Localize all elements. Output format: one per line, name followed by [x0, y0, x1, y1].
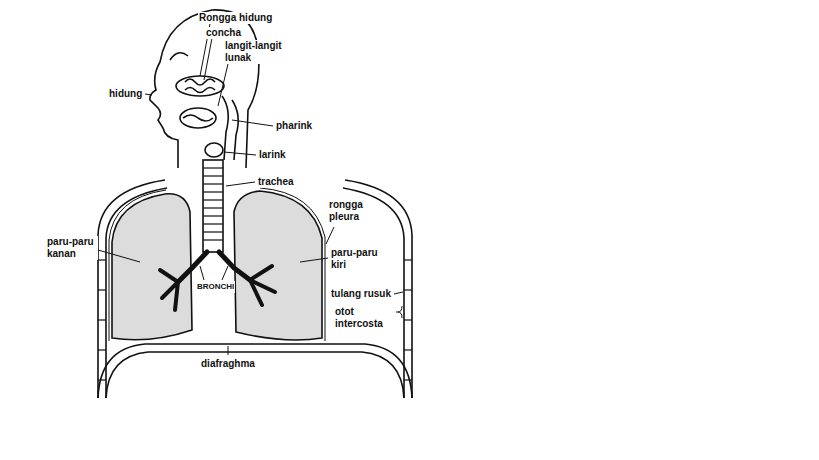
part-label: otot intercosta [334, 306, 396, 330]
part-label: concha [205, 27, 242, 39]
part-label: rongga pleura [328, 199, 374, 223]
part-label: Rongga hidung [198, 12, 273, 24]
part-label: tulang rusuk [330, 288, 392, 300]
part-label: BRONCHI [196, 281, 235, 293]
part-label: larink [258, 149, 287, 161]
part-label: pharink [275, 120, 313, 132]
part-label: diafraghma [200, 358, 256, 370]
part-label: hidung [108, 88, 143, 100]
part-label: paru-paru kiri [330, 247, 384, 271]
part-label: trachea [257, 176, 295, 188]
part-label: langit-langit lunak [224, 40, 288, 64]
part-label: paru-paru kanan [46, 236, 98, 260]
